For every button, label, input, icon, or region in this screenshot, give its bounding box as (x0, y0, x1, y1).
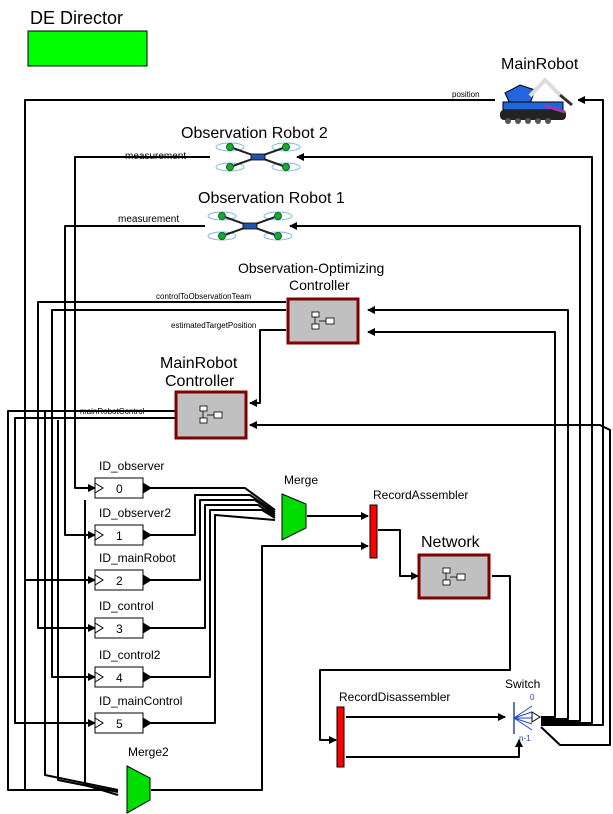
record-assembler-label: RecordAssembler (373, 488, 468, 502)
optimizer-label-line2: Controller (289, 277, 350, 293)
mr-controller-label-line2: Controller (165, 373, 235, 390)
port-control-to-team: controlToObservationTeam (156, 292, 251, 301)
network-block[interactable] (417, 553, 491, 600)
obs-robot-1-label: Observation Robot 1 (198, 190, 345, 207)
wire-id2-merge (143, 499, 276, 581)
port-estimated-target: estimatedTargetPosition (171, 321, 256, 330)
id-name: ID_control (99, 599, 154, 613)
id-value: 2 (116, 574, 123, 588)
wire-id1-merge (143, 494, 276, 536)
wire-id5-merge (143, 514, 276, 724)
id-name: ID_mainRobot (99, 551, 176, 565)
wire-measurement-2 (74, 156, 210, 492)
wire-id3-merge (143, 504, 276, 629)
id-name: ID_observer (99, 459, 164, 473)
quadcopter-drone-icon[interactable] (207, 211, 293, 241)
wire-id0-merge (143, 487, 276, 511)
robot-arm-icon[interactable] (498, 77, 578, 127)
wire-switch-mrcontroller (249, 421, 611, 746)
wire-main-robot-control (7, 410, 175, 791)
id-constants: ID_observer 0 ID_observer2 1 ID_mainRobo… (94, 459, 182, 734)
director-label: DE Director (30, 8, 123, 28)
wire-switch-obs1 (289, 222, 581, 722)
id-value: 5 (116, 717, 123, 731)
wire-bus-1 (44, 410, 119, 791)
switch-label: Switch (505, 677, 540, 691)
id-value: 3 (116, 622, 123, 636)
port-measurement-1: measurement (118, 214, 179, 225)
wire-measurement-1 (64, 225, 205, 539)
record-assembler-block[interactable] (369, 504, 378, 559)
wire-switch-mainrobot (541, 96, 604, 726)
port-main-robot-control: mainRobotControl (80, 407, 145, 416)
wire-assembler-network (378, 529, 419, 580)
merge-block[interactable] (281, 493, 307, 541)
id-name: ID_control2 (99, 648, 161, 662)
wire-switch-optimizer (367, 328, 556, 718)
wire-switch-obs2 (296, 153, 593, 724)
wire-control-to-team (37, 301, 286, 632)
merge2-label: Merge2 (128, 745, 169, 759)
wire-bus-3 (84, 500, 119, 796)
switch-block[interactable] (513, 702, 541, 734)
network-label: Network (421, 534, 481, 551)
record-disassembler-label: RecordDisassembler (339, 690, 450, 704)
wire-id4-merge (143, 509, 276, 678)
wire-network-disassembler (319, 575, 511, 744)
wires (7, 96, 611, 796)
main-robot-label: MainRobot (501, 56, 579, 73)
id-name: ID_observer2 (99, 506, 171, 520)
merge2-block[interactable] (126, 765, 151, 814)
mr-controller-label-line1: MainRobot (160, 355, 238, 372)
id-value: 4 (116, 671, 123, 685)
wire-merge2-assembler (151, 542, 369, 791)
record-disassembler-block[interactable] (336, 706, 345, 768)
wire-main-robot-control-2 (14, 417, 175, 727)
quadcopter-drone-icon[interactable] (215, 142, 301, 172)
port-position: position (452, 90, 480, 99)
director-block[interactable] (27, 30, 148, 67)
wire-control-to-team-2 (51, 309, 286, 681)
switch-port-n1: n-1 (519, 734, 531, 743)
merge-label: Merge (284, 473, 318, 487)
wire-disassembler-switch-control (346, 739, 523, 758)
id-name: ID_mainControl (99, 694, 182, 708)
id-port-triangles (94, 482, 152, 729)
switch-port-0: 0 (530, 693, 535, 702)
obs-robot-2-label: Observation Robot 2 (181, 125, 328, 142)
port-measurement-2: measurement (125, 151, 186, 162)
id-value: 0 (116, 482, 123, 496)
wire-switch-optimizer-2 (367, 306, 569, 720)
id-value: 1 (116, 529, 123, 543)
wire-estimated-target (249, 329, 286, 407)
optimizer-label-line1: Observation-Optimizing (238, 260, 384, 276)
